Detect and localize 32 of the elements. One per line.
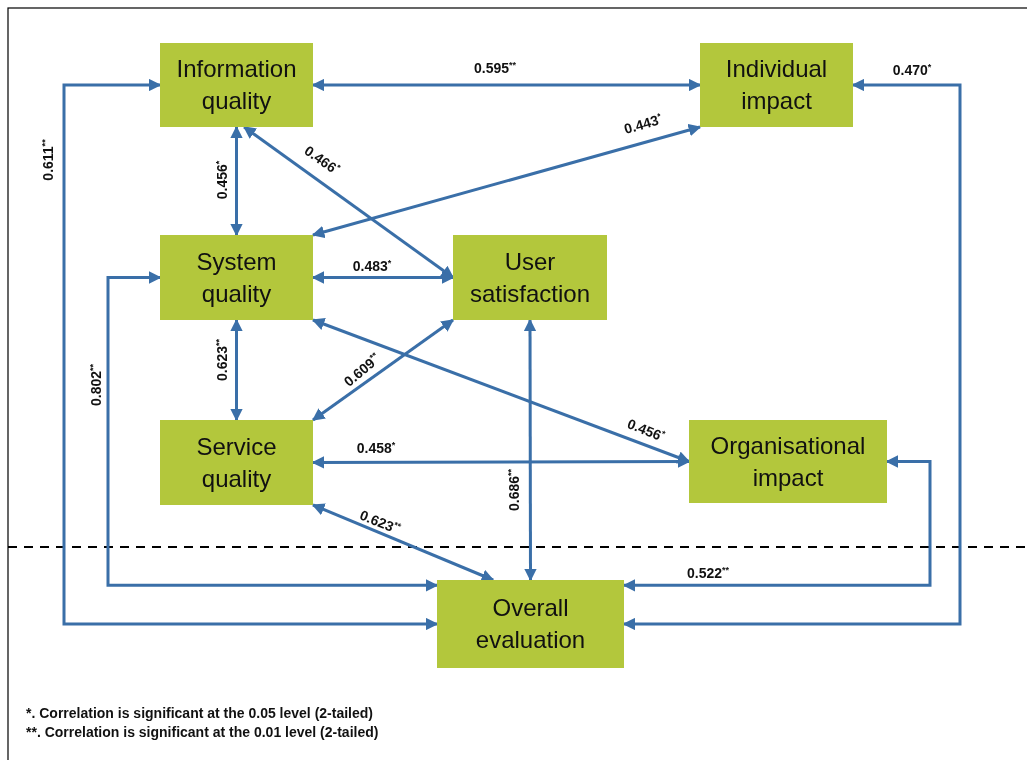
edge-label: 0.623$^{**}$ [357, 506, 403, 537]
concept-box [437, 580, 624, 668]
concept-box [700, 43, 853, 127]
edge-label: 0.458$^{*}$ [356, 440, 396, 456]
arrow [311, 124, 702, 238]
node-label: Information quality [175, 54, 298, 116]
node-label: Overall evaluation [474, 593, 587, 655]
concept-box [160, 235, 313, 320]
node-label: Organisational impact [709, 430, 867, 493]
arrow [106, 271, 439, 592]
footnote: *. Correlation is significant at the 0.05 level (2-tailed) [26, 705, 373, 721]
edge-label: 0.595$^{**}$ [473, 60, 517, 76]
arrow [62, 78, 439, 631]
arrow [243, 125, 454, 279]
node-label: Service quality [195, 431, 278, 494]
concept-box [160, 43, 313, 127]
edge-label: 0.456$^{*}$ [625, 415, 667, 445]
arrow [230, 125, 243, 237]
footnote: **. Correlation is significant at the 0.01 level (2-tailed) [26, 724, 379, 740]
arrow [230, 318, 243, 422]
edge-label: 0.483$^{*}$ [352, 258, 392, 274]
concept-box [160, 420, 313, 505]
arrow [311, 503, 495, 582]
node-label: System quality [195, 246, 278, 309]
node-label: User satisfaction [468, 246, 592, 309]
concept-box [689, 420, 887, 503]
node-label: Individual impact [724, 54, 829, 116]
arrow [523, 318, 537, 582]
edge-label: 0.470$^{*}$ [892, 62, 932, 78]
arrow [311, 318, 455, 422]
concept-box [453, 235, 607, 320]
edge-label: 0.522$^{**}$ [686, 565, 730, 581]
